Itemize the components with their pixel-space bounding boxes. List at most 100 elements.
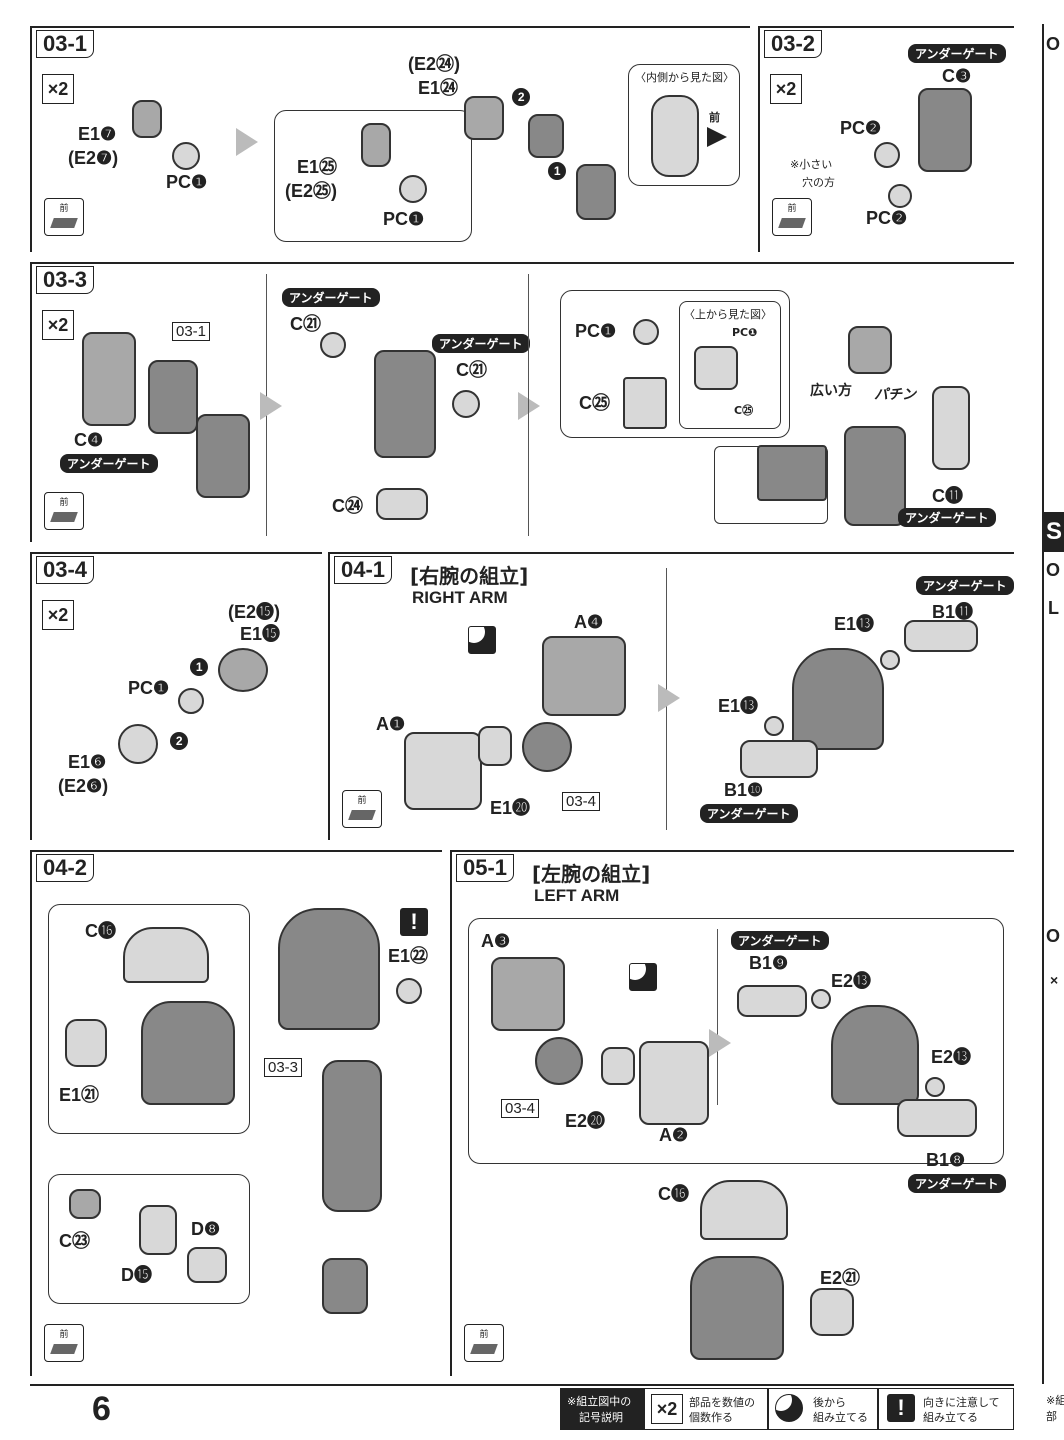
label-c16: C⓰ <box>658 1184 689 1204</box>
edge-letter-l: L <box>1048 598 1059 618</box>
underground-tag-c11: アンダーゲート <box>898 508 996 527</box>
part-b1-11 <box>904 620 978 652</box>
legend-warning-text2: 組み立てる <box>923 1411 978 1424</box>
label-pc1: PC❶ <box>166 172 208 192</box>
legend-x2-badge: ×2 <box>651 1394 683 1424</box>
label-e2-15: (E2⓯) <box>228 602 281 622</box>
edge-letter-o2: O <box>1046 560 1061 580</box>
top-view-part <box>694 346 738 390</box>
edge-column: O S O L O × ※組 部 <box>1020 0 1064 1440</box>
top-view-label: 〈上から見た図〉 <box>684 308 772 321</box>
legend-x2-text2: 個数作る <box>689 1411 733 1424</box>
part-03-1-sub <box>148 360 198 434</box>
label-e1-13-b: E1⓭ <box>718 696 759 716</box>
label-a4: A❹ <box>574 612 604 632</box>
panel-04-2: 04-2 C⓰ E1㉑ ! E1㉒ 03-3 C㉓ D⓯ D❽ 前 <box>30 850 442 1376</box>
part-pc1-b <box>399 175 427 203</box>
part-shoulder-shell <box>831 1005 919 1105</box>
part-pc1 <box>633 319 659 345</box>
underground-tag-b18: アンダーゲート <box>908 1174 1006 1193</box>
label-e2-20: E2⓴ <box>565 1111 606 1131</box>
label-c16: C⓰ <box>85 921 116 941</box>
inset-pc-c25: PC❶ C㉕ 〈上から見た図〉 PC❶ C㉕ <box>560 290 790 438</box>
part-c25 <box>623 377 667 429</box>
label-e2-6: (E2❻) <box>58 776 109 796</box>
panel-title: [右腕の組立] <box>410 564 529 588</box>
panel-03-2: 03-2 ×2 前 アンダーゲート C❸ PC❷ ※小さい 穴の方 PC❷ <box>758 26 1014 252</box>
part-a3 <box>491 957 565 1031</box>
label-b1-10: B1❿ <box>724 780 764 800</box>
legend-x2: ×2 部品を数値の 個数作る <box>644 1388 768 1430</box>
label-d15: D⓯ <box>121 1265 152 1285</box>
panel-id: 05-1 <box>456 854 515 882</box>
part-a2 <box>639 1041 709 1125</box>
part-c21-b <box>452 390 480 418</box>
label-c11: C⓫ <box>932 486 963 506</box>
part-pc1-joint <box>172 142 200 170</box>
edge-note: ※組 <box>1046 1394 1064 1407</box>
label-c23: C㉓ <box>59 1231 90 1251</box>
label-a3: A❸ <box>481 931 511 951</box>
panel-03-3: 03-3 ×2 前 03-1 C❹ アンダーゲート アンダーゲート C㉑ アンダ… <box>30 262 1014 542</box>
front-indicator: 前 <box>464 1324 504 1362</box>
top-view-pc1: PC❶ <box>732 326 758 339</box>
step-arrow <box>236 128 258 156</box>
step-arrow <box>658 684 680 712</box>
label-e2-21: E2㉑ <box>820 1268 861 1288</box>
ref-03-3: 03-3 <box>264 1058 303 1077</box>
panel-id: 03-1 <box>36 30 95 58</box>
label-b1-8: B1❽ <box>926 1150 966 1170</box>
part-c23 <box>69 1189 101 1219</box>
panel-04-1: 04-1 [右腕の組立] RIGHT ARM A❹ A❶ E1⓴ 03-4 前 … <box>328 552 1014 840</box>
part-e2-13-a <box>811 989 831 1009</box>
part-pc2-a <box>874 142 900 168</box>
panel-title: [左腕の組立] <box>532 862 651 886</box>
inner-view-part <box>651 95 699 177</box>
label-e2-24: (E2㉔) <box>408 54 461 74</box>
part-e2-20 <box>601 1047 635 1085</box>
label-e1-13-a: E1⓭ <box>834 614 875 634</box>
part-lower-arm <box>374 350 436 458</box>
underground-tag-b19: アンダーゲート <box>731 931 829 950</box>
edge-letter-o3: O <box>1046 926 1061 946</box>
part-e1-bracket <box>132 100 162 138</box>
step-2-marker: 2 <box>166 728 192 754</box>
step-arrow <box>709 1029 731 1057</box>
part-shoulder-base <box>141 1001 235 1105</box>
top-view-c25: C㉕ <box>734 404 754 417</box>
label-b1-11: B1⓫ <box>932 602 974 622</box>
legend-warning-text1: 向きに注意して <box>923 1396 1000 1409</box>
label-a1: A❶ <box>376 714 406 734</box>
panel-03-4: 03-4 ×2 (E2⓯) E1⓯ 1 PC❶ 2 E1❻ (E2❻) <box>30 552 322 840</box>
divider <box>717 929 718 1105</box>
note-small-hole-2: 穴の方 <box>802 176 835 189</box>
edge-letter-x: × <box>1050 972 1059 988</box>
legend-title-line1: ※組立図中の <box>567 1395 632 1408</box>
step-arrow-2 <box>518 392 540 420</box>
part-shoulder-base <box>690 1256 784 1360</box>
inset-wide-detail <box>714 445 828 524</box>
underground-tag-c21b: アンダーゲート <box>432 334 530 353</box>
warning-icon: ! <box>400 908 428 936</box>
part-e1-20 <box>478 726 512 766</box>
label-e1-25: E1㉕ <box>297 157 338 177</box>
label-click: パチン <box>874 386 916 402</box>
part-d8 <box>187 1247 227 1283</box>
edge-letter-s: S <box>1046 518 1063 545</box>
part-e2-13-b <box>925 1077 945 1097</box>
part-e1-22 <box>396 978 422 1004</box>
inset-top-view: 〈上から見た図〉 PC❶ C㉕ <box>679 301 781 429</box>
label-c21-b: C㉑ <box>456 360 487 380</box>
panel-id: 04-2 <box>36 854 95 882</box>
part-pc1 <box>178 688 204 714</box>
label-c3: C❸ <box>942 66 972 86</box>
panel-05-1: 05-1 [左腕の組立] LEFT ARM A❸ 03-4 E2⓴ A❷ アンダ… <box>450 850 1014 1376</box>
part-forearm-assembly <box>844 426 906 526</box>
label-e1-15: E1⓯ <box>240 624 281 644</box>
label-pc2-b: PC❷ <box>866 208 908 228</box>
label-e1-6: E1❻ <box>68 752 107 772</box>
label-a2: A❷ <box>659 1125 689 1145</box>
underground-tag-c21a: アンダーゲート <box>282 288 380 307</box>
part-forearm-shell <box>196 414 250 498</box>
part-upper-arm-joint <box>528 114 564 158</box>
